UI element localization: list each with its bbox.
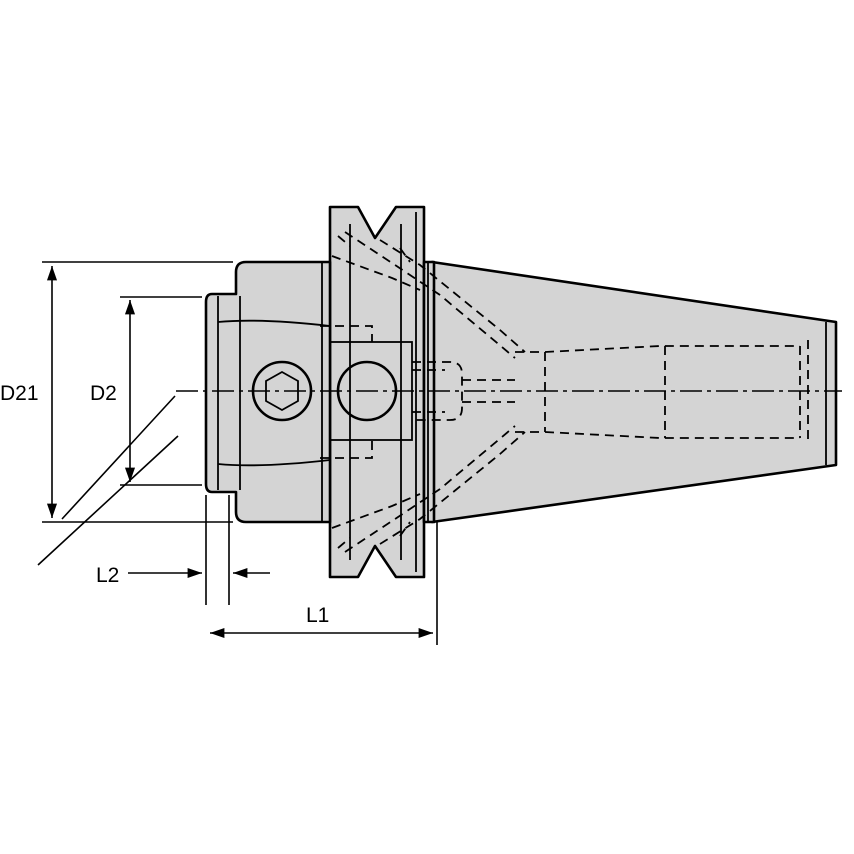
label-d21: D21: [0, 382, 39, 405]
taper-shank: [430, 260, 838, 524]
flange: [328, 205, 426, 579]
dimensions: [37, 261, 438, 645]
main-cylinder: [204, 260, 332, 524]
label-d2: D2: [90, 382, 117, 405]
collar: [422, 260, 436, 524]
internal-details: [217, 212, 827, 572]
label-l2: L2: [96, 564, 119, 587]
tool-holder-body: [204, 205, 838, 579]
label-l1: L1: [306, 604, 329, 627]
